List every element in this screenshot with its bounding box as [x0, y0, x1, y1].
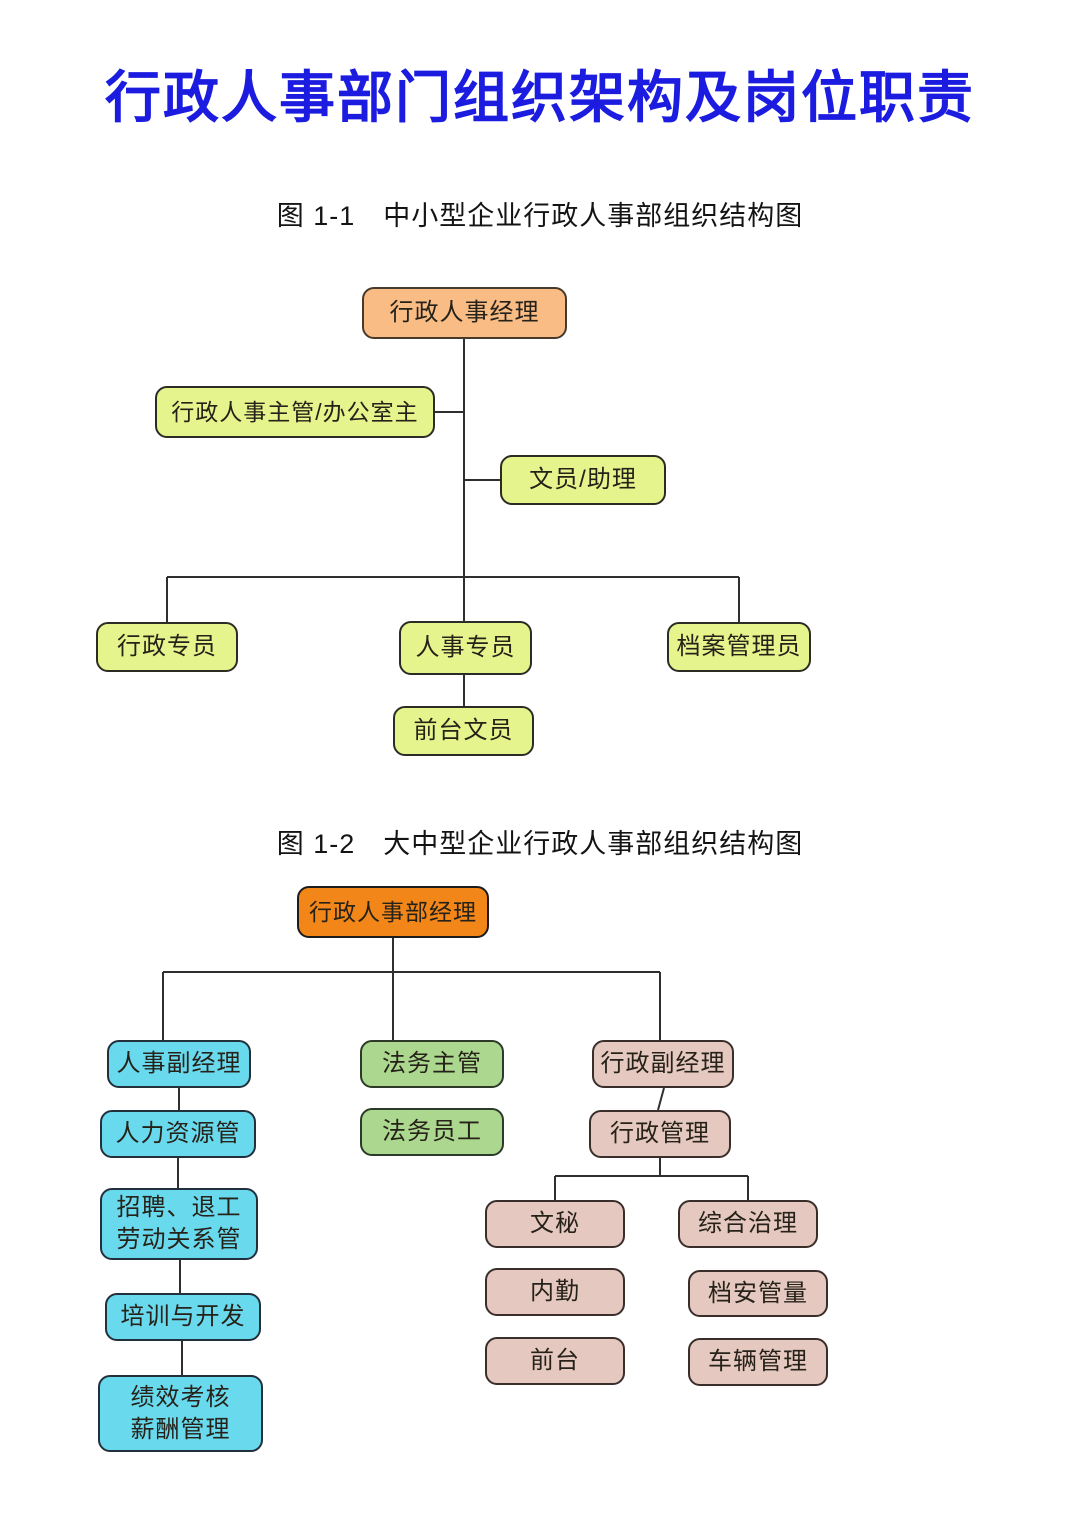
node-fig2-vehicle-management: 车辆管理 — [688, 1338, 828, 1386]
node-fig1-front-desk-clerk: 前台文员 — [393, 706, 534, 756]
figure2-caption: 图 1-2 大中型企业行政人事部组织结构图 — [276, 829, 804, 859]
node-fig1-manager: 行政人事经理 — [362, 287, 567, 339]
connector-admin-mgmt — [657, 1087, 665, 1111]
node-fig2-admin-deputy-manager: 行政副经理 — [592, 1040, 734, 1088]
node-fig1-clerk-assistant: 文员/助理 — [500, 455, 666, 505]
page-title: 行政人事部门组织架构及岗位职责 — [105, 66, 975, 129]
figure1-caption: 图 1-1 中小型企业行政人事部组织结构图 — [276, 201, 804, 231]
node-fig2-comprehensive-governance: 综合治理 — [678, 1200, 818, 1248]
node-label-line: 劳动关系管 — [116, 1226, 242, 1253]
node-label-line: 招聘、退工 — [116, 1194, 242, 1222]
node-label-line: 绩效考核 — [130, 1383, 231, 1411]
node-fig2-recruitment: 招聘、退工 劳动关系管 — [100, 1188, 258, 1260]
node-fig2-legal-supervisor: 法务主管 — [360, 1040, 504, 1088]
node-fig2-hr-deputy-manager: 人事副经理 — [107, 1040, 251, 1088]
node-label-line: 薪酬管理 — [130, 1415, 231, 1443]
node-fig1-hr-specialist: 人事专员 — [399, 621, 532, 675]
node-fig2-admin-management: 行政管理 — [589, 1110, 731, 1158]
node-fig2-dept-manager: 行政人事部经理 — [297, 886, 489, 938]
node-fig2-archives: 档安管量 — [688, 1270, 828, 1317]
node-fig2-legal-staff: 法务员工 — [360, 1108, 504, 1156]
node-fig2-hr-resource: 人力资源管 — [100, 1110, 256, 1158]
node-fig2-training-development: 培训与开发 — [105, 1293, 261, 1341]
node-fig1-admin-specialist: 行政专员 — [96, 622, 238, 672]
node-fig2-secretary: 文秘 — [485, 1200, 625, 1248]
node-fig1-archives-manager: 档案管理员 — [667, 622, 811, 672]
node-fig2-performance: 绩效考核 薪酬管理 — [98, 1375, 263, 1452]
node-fig1-supervisor: 行政人事主管/办公室主 — [155, 386, 435, 438]
node-fig2-front-desk: 前台 — [485, 1337, 625, 1385]
node-fig2-internal-service: 内勤 — [485, 1268, 625, 1316]
